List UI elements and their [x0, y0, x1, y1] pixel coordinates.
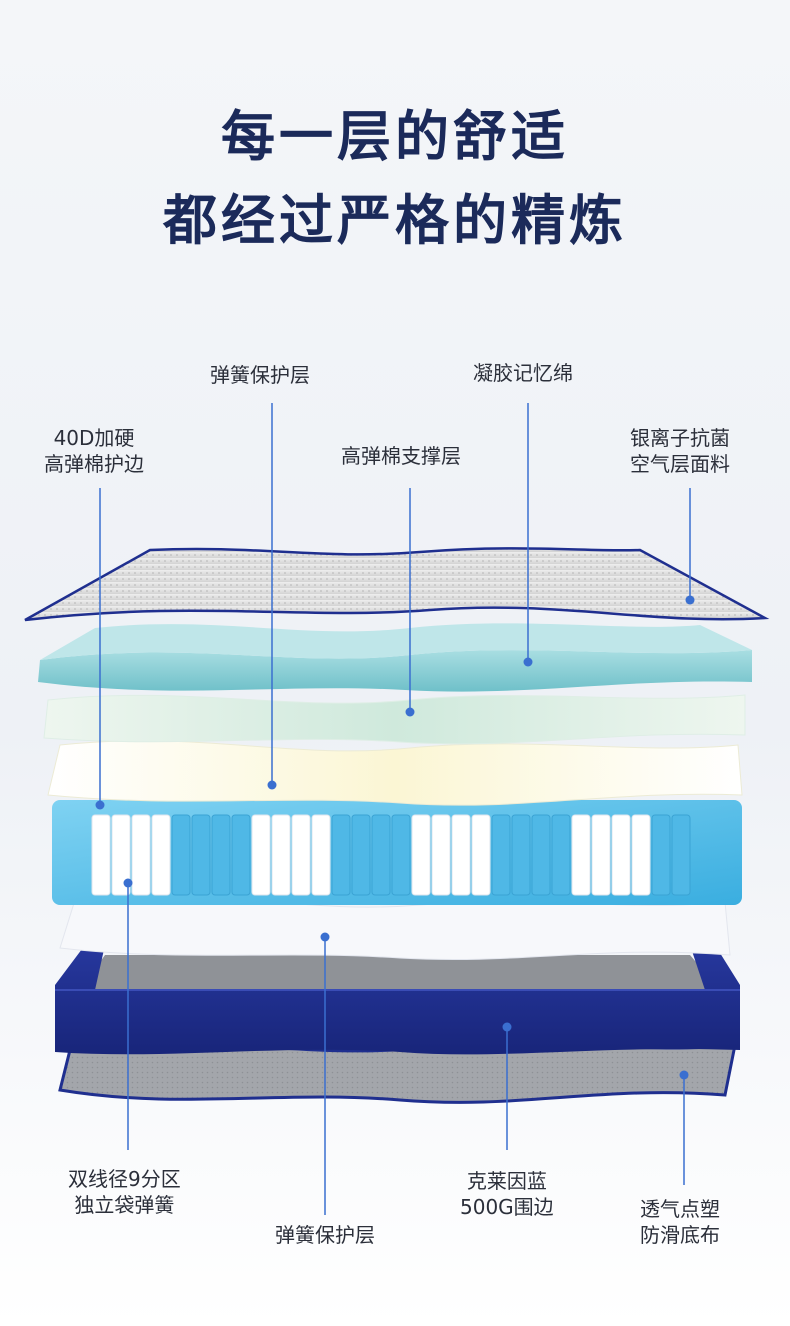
dot-spring: [123, 878, 133, 888]
pocket-spring: [131, 814, 151, 896]
pocket-springs: [91, 814, 691, 896]
label-spring-line2: 独立袋弹簧: [74, 1193, 175, 1217]
dot-gel: [523, 657, 533, 667]
label-edge-line1: 40D加硬: [53, 426, 135, 450]
bottom-protect-layer: [59, 895, 731, 961]
pocket-spring: [591, 814, 611, 896]
label-base-line1: 透气点塑: [640, 1197, 720, 1221]
label-base-line2: 防滑底布: [640, 1223, 720, 1247]
pocket-spring: [111, 814, 131, 896]
label-gel-memory-foam: 凝胶记忆绵: [473, 361, 573, 385]
pocket-spring: [431, 814, 451, 896]
dot-support: [405, 707, 415, 717]
label-edge-support: 40D加硬 高弹棉护边: [44, 425, 144, 477]
pocket-spring: [631, 814, 651, 896]
cream-foam-layer: [47, 740, 743, 806]
pocket-spring: [451, 814, 471, 896]
pocket-spring: [411, 814, 431, 896]
gel-top-surface: [40, 623, 752, 660]
pocket-spring: [311, 814, 331, 896]
dot-edge: [95, 800, 105, 810]
pocket-spring: [531, 814, 551, 896]
label-spring-protect-top: 弹簧保护层: [210, 363, 310, 387]
label-border-line1: 克莱因蓝: [466, 1169, 547, 1193]
blue-border-inner: [80, 955, 720, 990]
top-fabric-layer: [24, 547, 770, 622]
base-fabric-layer: [58, 1041, 737, 1104]
label-base: 透气点塑 防滑底布: [640, 1196, 720, 1248]
label-spring-line1: 双线径9分区: [68, 1167, 181, 1191]
dot-base: [679, 1070, 689, 1080]
pocket-spring: [611, 814, 631, 896]
pocket-spring: [511, 814, 531, 896]
pocket-spring: [651, 814, 671, 896]
label-border: 克莱因蓝 500G围边: [460, 1168, 554, 1220]
pocket-spring: [151, 814, 171, 896]
pocket-spring: [491, 814, 511, 896]
pocket-spring: [551, 814, 571, 896]
headline-line-1: 每一层的舒适: [221, 105, 569, 168]
label-support-layer: 高弹棉支撑层: [341, 444, 461, 468]
pointer-dots: [95, 595, 695, 1080]
pocket-spring: [391, 814, 411, 896]
pocket-spring: [671, 814, 691, 896]
label-edge-line2: 高弹棉护边: [44, 452, 144, 476]
pocket-spring: [171, 814, 191, 896]
label-fabric-line2: 空气层面料: [630, 452, 730, 476]
label-fabric: 银离子抗菌 空气层面料: [630, 425, 730, 477]
label-spring-protect-bottom: 弹簧保护层: [275, 1223, 375, 1247]
support-foam-layer: [43, 694, 746, 745]
blue-border-frame: [55, 945, 740, 1055]
pointer-lines: [99, 403, 691, 1215]
dot-border: [502, 1022, 512, 1032]
label-fabric-line1: 银离子抗菌: [630, 426, 730, 450]
pocket-spring: [91, 814, 111, 896]
pocket-spring: [371, 814, 391, 896]
pocket-spring: [231, 814, 251, 896]
pocket-spring: [251, 814, 271, 896]
label-border-line2: 500G围边: [460, 1195, 554, 1219]
pocket-spring: [291, 814, 311, 896]
dot-fabric: [685, 595, 695, 605]
pocket-spring: [351, 814, 371, 896]
pocket-spring: [211, 814, 231, 896]
pocket-spring: [571, 814, 591, 896]
pocket-spring: [471, 814, 491, 896]
pocket-spring: [331, 814, 351, 896]
dot-protect-bottom: [320, 932, 330, 942]
pocket-spring: [191, 814, 211, 896]
headline-line-2: 都经过严格的精炼: [163, 189, 627, 252]
label-springs: 双线径9分区 独立袋弹簧: [68, 1166, 181, 1218]
pocket-spring: [271, 814, 291, 896]
dot-protect-top: [267, 780, 277, 790]
gel-memory-foam-layer: [38, 650, 752, 692]
